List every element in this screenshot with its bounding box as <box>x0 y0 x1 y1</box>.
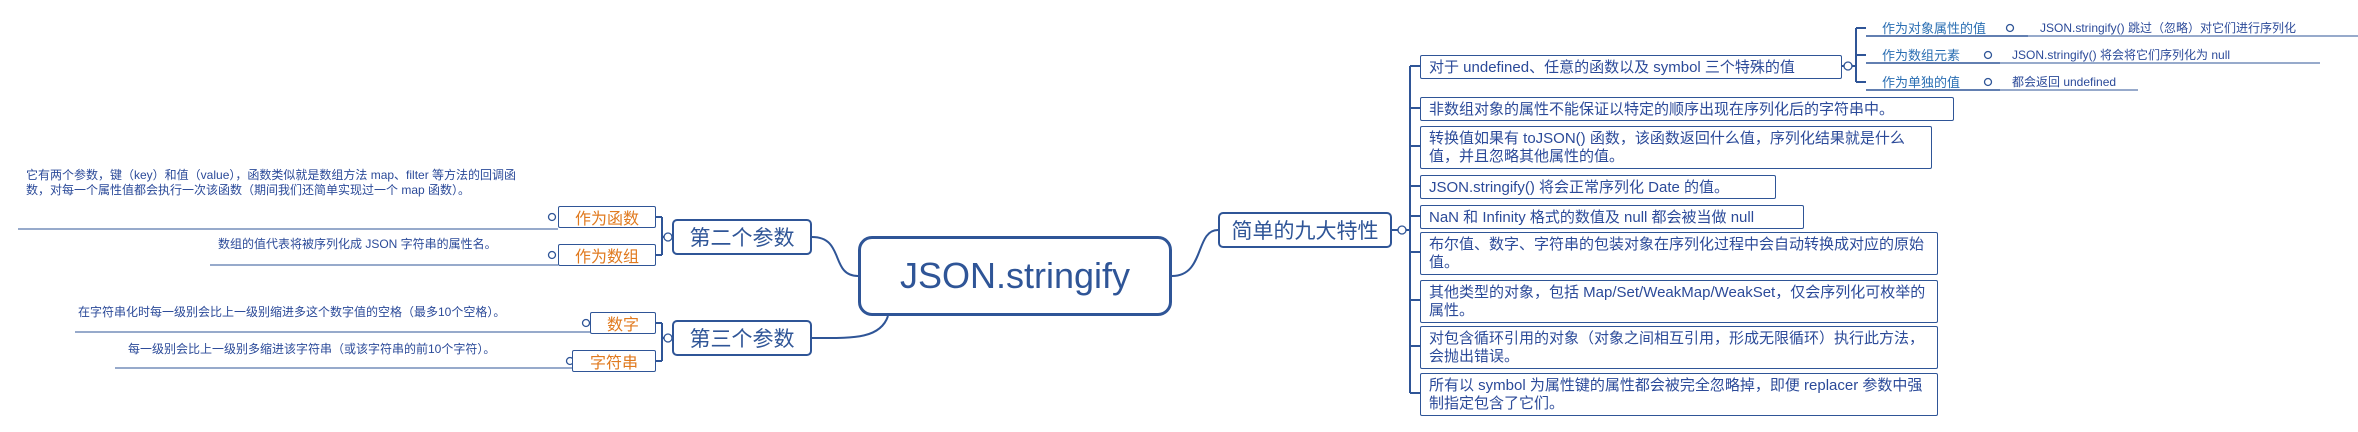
connector <box>1856 27 1866 83</box>
as-array-node[interactable]: 作为数组 <box>558 244 656 266</box>
feature-item-9[interactable]: 所有以 symbol 为属性键的属性都会被完全忽略掉，即便 replacer 参… <box>1420 373 1938 416</box>
special-value-note-object: JSON.stringify() 跳过（忽略）对它们进行序列化 <box>2040 21 2297 35</box>
feature-item-4[interactable]: JSON.stringify() 将会正常序列化 Date 的值。 <box>1420 175 1776 199</box>
collapse-circle[interactable] <box>1983 50 1993 60</box>
connector <box>18 228 558 266</box>
special-value-note-array: JSON.stringify() 将会将它们序列化为 null <box>2012 48 2231 62</box>
connector <box>1842 28 1857 82</box>
as-number-note: 在字符串化时每一级别会比上一级别缩进多这个数字值的空格（最多10个空格）。 <box>78 305 506 319</box>
collapse-circle[interactable] <box>1843 61 1853 71</box>
second-param-node[interactable]: 第二个参数 <box>672 219 812 255</box>
feature-item-2[interactable]: 非数组对象的属性不能保证以特定的顺序出现在序列化后的字符串中。 <box>1420 97 1954 121</box>
collapse-circle[interactable] <box>2005 23 2015 33</box>
feature-item-8[interactable]: 对包含循环引用的对象（对象之间相互引用，形成无限循环）执行此方法，会抛出错误。 <box>1420 326 1938 369</box>
collapse-circle[interactable] <box>581 318 591 328</box>
as-function-node[interactable]: 作为函数 <box>558 206 656 228</box>
as-string-node[interactable]: 字符串 <box>572 350 656 372</box>
feature-item-1[interactable]: 对于 undefined、任意的函数以及 symbol 三个特殊的值 <box>1420 55 1842 79</box>
connector <box>2000 35 2358 91</box>
special-value-label-single: 作为单独的值 <box>1882 75 1961 90</box>
collapse-circle[interactable] <box>663 232 673 242</box>
third-param-node[interactable]: 第三个参数 <box>672 320 812 356</box>
special-value-note-single: 都会返回 undefined <box>2012 75 2117 89</box>
connector <box>811 236 859 277</box>
collapse-circle[interactable] <box>1983 77 1993 87</box>
collapse-circle[interactable] <box>547 212 557 222</box>
connector <box>656 216 662 256</box>
collapse-circle[interactable] <box>547 250 557 260</box>
feature-item-3[interactable]: 转换值如果有 toJSON() 函数，该函数返回什么值，序列化结果就是什么值，并… <box>1420 126 1932 169</box>
connector <box>1410 65 1420 394</box>
as-string-note: 每一级别会比上一级别多缩进该字符串（或该字符串的前10个字符）。 <box>128 342 496 356</box>
as-number-node[interactable]: 数字 <box>590 312 656 334</box>
collapse-circle[interactable] <box>663 333 673 343</box>
connector <box>75 331 590 369</box>
connector <box>656 322 662 362</box>
special-value-label-object: 作为对象属性的值 <box>1882 21 1987 36</box>
as-array-note: 数组的值代表将被序列化成 JSON 字符串的属性名。 <box>218 237 497 251</box>
feature-item-7[interactable]: 其他类型的对象，包括 Map/Set/WeakMap/WeakSet，仅会序列化… <box>1420 280 1938 323</box>
collapse-circle[interactable] <box>1397 225 1407 235</box>
connector <box>1171 229 1219 277</box>
connector <box>1866 35 2028 91</box>
as-function-note: 它有两个参数，键（key）和值（value），函数类似就是数组方法 map、fi… <box>26 168 517 197</box>
features-node[interactable]: 简单的九大特性 <box>1218 212 1392 248</box>
feature-item-5[interactable]: NaN 和 Infinity 格式的数值及 null 都会被当做 null <box>1420 205 1804 229</box>
connector <box>811 315 889 340</box>
feature-item-6[interactable]: 布尔值、数字、字符串的包装对象在序列化过程中会自动转换成对应的原始值。 <box>1420 232 1938 275</box>
root-node[interactable]: JSON.stringify <box>858 236 1172 316</box>
special-value-label-array: 作为数组元素 <box>1882 48 1961 63</box>
